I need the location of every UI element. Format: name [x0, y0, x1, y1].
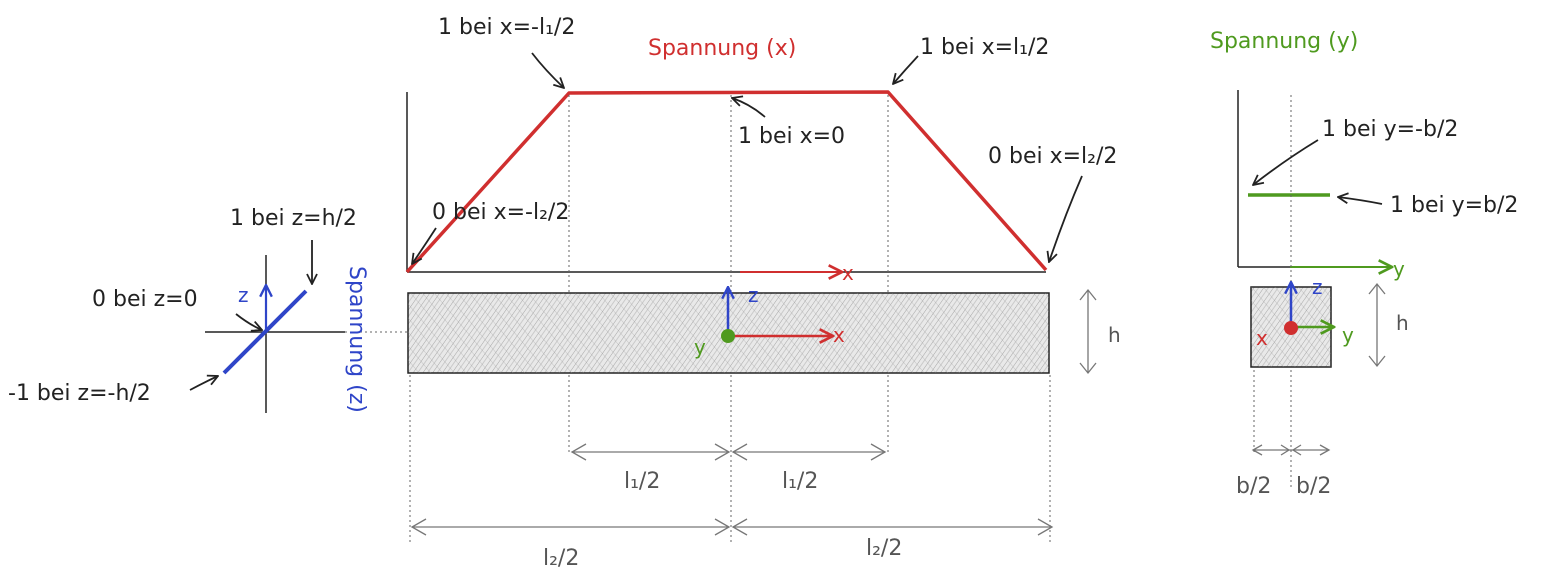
- beam-z-label: z: [748, 283, 759, 307]
- arrow-top-right: [893, 55, 919, 84]
- x-stress-diagram: x Spannung (x) 1 bei x=-l₁/2 1 bei x=l₁/…: [330, 15, 1117, 545]
- dim-l1-left-label: l₁/2: [624, 469, 660, 494]
- beam-y-label: y: [694, 335, 706, 359]
- z-diagram-title: Spannung (z): [344, 266, 369, 413]
- arrow-center: [732, 98, 766, 118]
- label-bottom-left: 0 bei x=-l₂/2: [432, 200, 569, 225]
- dim-l2-right-label: l₂/2: [866, 536, 902, 561]
- x-stress-curve: [405, 90, 1048, 274]
- cross-section: z y x h b/2 b/2: [1236, 275, 1409, 499]
- beam: z x y h: [407, 283, 1121, 375]
- dim-l2-left-label: l₂/2: [543, 546, 579, 571]
- section-x-label: x: [1256, 326, 1268, 350]
- section-width-right-label: b/2: [1296, 474, 1331, 499]
- z-stress-diagram: z 1 bei z=h/2 0 bei z=0 -1 bei z=-h/2 Sp…: [8, 206, 369, 413]
- arrow-top-left: [531, 52, 564, 88]
- label-bottom-right: 0 bei x=l₂/2: [988, 144, 1117, 169]
- z-arrow-middle: [235, 313, 262, 330]
- beam-x-label: x: [833, 323, 845, 347]
- arrow-bottom-right: [1049, 175, 1083, 262]
- section-height-label: h: [1396, 311, 1409, 335]
- y-label-left: 1 bei y=-b/2: [1322, 117, 1458, 142]
- beam-height-label: h: [1108, 323, 1121, 347]
- z-label-top: 1 bei z=h/2: [230, 206, 357, 231]
- x-axis-label: x: [842, 261, 854, 285]
- z-arrow-bottom: [189, 376, 218, 391]
- label-top-left: 1 bei x=-l₁/2: [438, 15, 575, 40]
- arrow-bottom-left: [412, 227, 437, 264]
- section-width-left-label: b/2: [1236, 474, 1271, 499]
- label-center: 1 bei x=0: [738, 124, 845, 149]
- section-z-label: z: [1312, 275, 1323, 299]
- section-y-label: y: [1342, 323, 1354, 347]
- beam-origin: [721, 329, 735, 343]
- z-axis-label: z: [238, 283, 249, 307]
- section-origin: [1284, 321, 1298, 335]
- x-diagram-title: Spannung (x): [648, 36, 796, 61]
- y-diagram-title: Spannung (y): [1210, 29, 1358, 54]
- y-stress-diagram: Spannung (y) y 1 bei y=-b/2 1 bei y=b/2: [1210, 29, 1518, 490]
- z-label-bottom: -1 bei z=-h/2: [8, 381, 151, 406]
- y-axis-label: y: [1393, 257, 1405, 281]
- dimension-lines: l₁/2 l₁/2 l₂/2 l₂/2: [410, 443, 1054, 571]
- dim-l1-right-label: l₁/2: [782, 469, 818, 494]
- y-label-right: 1 bei y=b/2: [1390, 193, 1518, 218]
- y-arrow-left: [1253, 139, 1319, 185]
- z-label-middle: 0 bei z=0: [92, 287, 198, 312]
- z-stress-curve: [222, 289, 308, 375]
- label-top-right: 1 bei x=l₁/2: [920, 35, 1049, 60]
- y-arrow-right: [1338, 197, 1383, 205]
